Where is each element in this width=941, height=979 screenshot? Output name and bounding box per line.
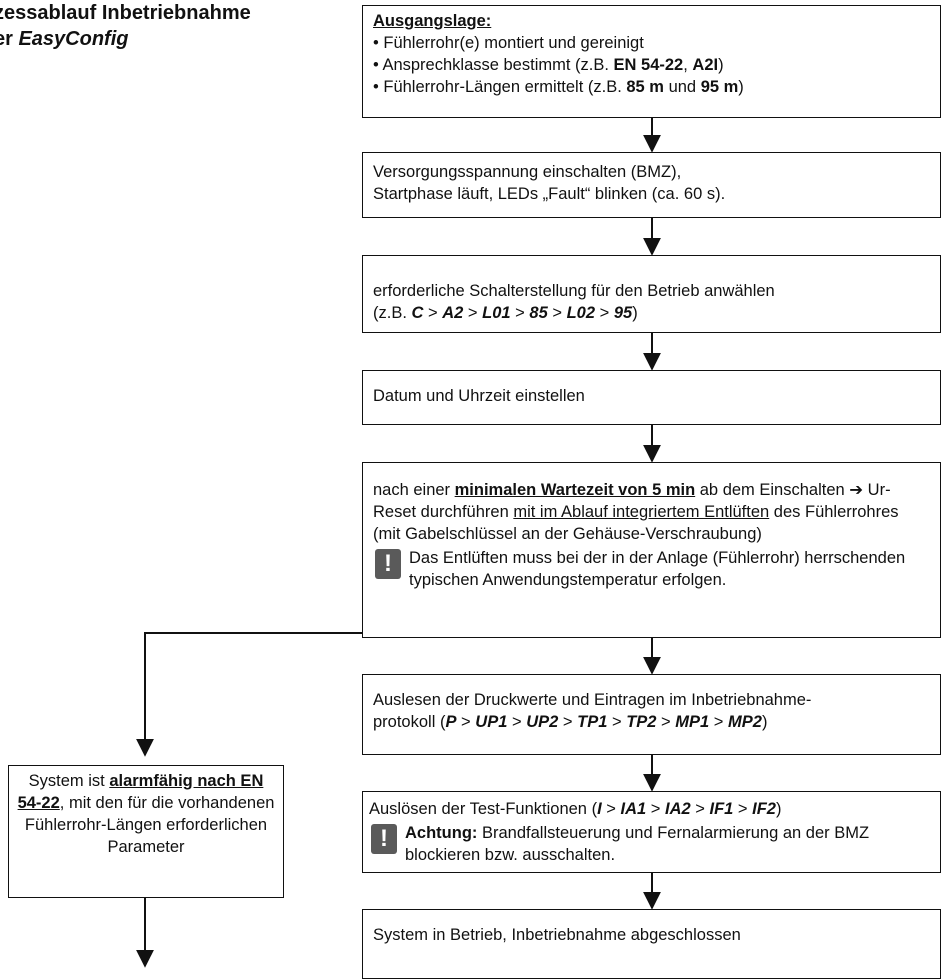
step-test-functions: Auslösen der Test-Funktionen (I > IA1 > …	[362, 791, 941, 873]
list-item: • Ansprechklasse bestimmt (z.B. EN 54-22…	[373, 56, 724, 74]
step-read-pressure: Auslesen der Druckwerte und Eintragen im…	[362, 674, 941, 755]
step-system-in-operation: System in Betrieb, Inbetriebnahme abgesc…	[362, 909, 941, 979]
step-starting-conditions: Ausgangslage: • Fühlerrohr(e) montiert u…	[362, 5, 941, 118]
arrow-right-icon: ➔	[849, 481, 864, 499]
step-header: Ausgangslage:	[373, 12, 492, 30]
warning-icon: !	[371, 824, 397, 854]
title-line-1: zessablauf Inbetriebnahme	[0, 2, 251, 24]
warning-text: Das Entlüften muss bei der in der Anlage…	[409, 549, 906, 589]
list-item: • Fühlerrohr(e) montiert und gereinigt	[373, 34, 644, 52]
step-power-on: Versorgungsspannung einschalten (BMZ), S…	[362, 152, 941, 218]
warning-icon: !	[375, 549, 401, 579]
side-box-alarm-ready: System ist alarmfähig nach EN 54-22, mit…	[8, 765, 284, 898]
title-line-2: er EasyConfig	[0, 28, 129, 50]
step-switch-setting: erforderliche Schalterstellung für den B…	[362, 255, 941, 333]
warning-text: Achtung: Brandfallsteuerung und Fernalar…	[405, 824, 870, 864]
step-ur-reset: nach einer minimalen Wartezeit von 5 min…	[362, 462, 941, 638]
branch-line	[136, 632, 362, 757]
list-item: • Fühlerrohr-Längen ermittelt (z.B. 85 m…	[373, 78, 744, 96]
step-date-time: Datum und Uhrzeit einstellen	[362, 370, 941, 425]
page-title: zessablauf Inbetriebnahme er EasyConfig	[0, 0, 251, 52]
